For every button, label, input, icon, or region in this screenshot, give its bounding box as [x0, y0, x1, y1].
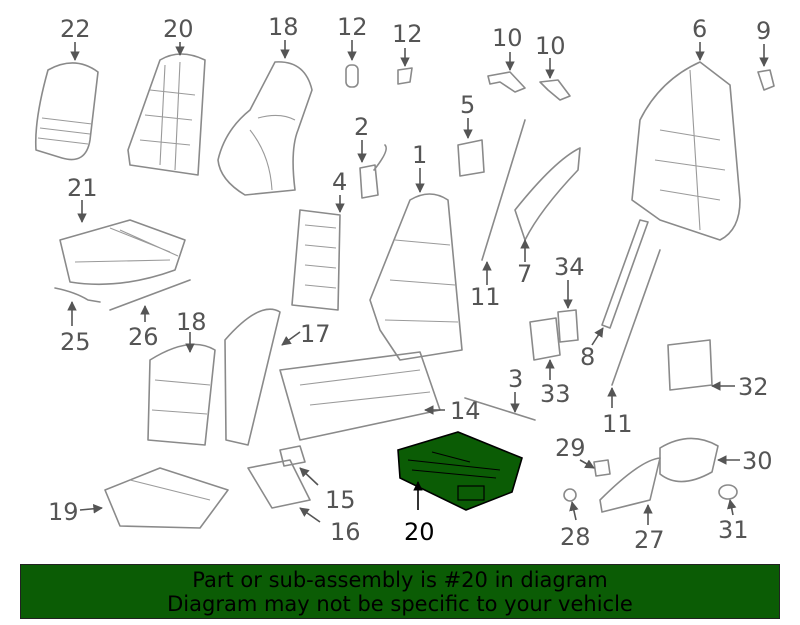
callout-10-left: 10	[492, 24, 523, 52]
callout-17: 17	[300, 320, 331, 348]
callout-31: 31	[718, 516, 749, 544]
callout-9: 9	[756, 17, 771, 45]
part-17-cushion-plate	[291, 209, 341, 311]
part-13-clip	[345, 64, 359, 88]
callout-34: 34	[554, 253, 585, 281]
part-info-banner: Part or sub-assembly is #20 in diagram D…	[20, 564, 780, 619]
callout-29: 29	[555, 434, 586, 462]
part-32-module	[667, 339, 713, 391]
part-34-bracket	[557, 309, 579, 343]
callout-5: 5	[460, 91, 475, 119]
callout-2: 2	[354, 113, 369, 141]
banner-line-2: Diagram may not be specific to your vehi…	[167, 591, 633, 616]
part-2-motor	[359, 144, 387, 199]
part-31-knob	[718, 484, 738, 500]
callout-3: 3	[508, 365, 523, 393]
part-14-base-frame	[279, 351, 441, 441]
part-23-backrest-panel	[127, 53, 206, 176]
callout-23: 20	[163, 15, 194, 43]
callout-26: 26	[128, 323, 159, 351]
part-10-bracket-left	[487, 71, 526, 93]
callout-16: 16	[330, 518, 361, 546]
part-9-clip	[757, 69, 775, 91]
callout-6: 6	[692, 15, 707, 43]
part-28-clip	[563, 488, 577, 502]
part-12-clip	[397, 67, 413, 85]
part-33-relay	[529, 317, 561, 361]
part-17-side-trim	[224, 308, 281, 446]
part-27-side-cover	[599, 457, 661, 513]
callout-24: 21	[67, 174, 98, 202]
part-15-latch	[279, 445, 306, 467]
callout-14: 14	[450, 397, 481, 425]
part-25-wire	[54, 287, 101, 303]
part-20-seat-pan-highlighted	[397, 431, 523, 511]
part-26-wire	[109, 279, 191, 311]
callout-7: 7	[517, 260, 532, 288]
callout-19: 19	[48, 498, 79, 526]
part-19-seat-cushion	[104, 467, 229, 529]
callout-10-right: 10	[535, 32, 566, 60]
callout-33: 33	[540, 380, 571, 408]
callout-11-upper: 11	[470, 283, 501, 311]
callout-20-highlighted: 20	[404, 518, 435, 546]
part-11-rod-upper	[481, 119, 526, 261]
part-3-rod	[464, 397, 536, 421]
part-7-side-panel	[514, 147, 581, 241]
callout-1: 1	[412, 141, 427, 169]
banner-line-1: Part or sub-assembly is #20 in diagram	[192, 567, 608, 592]
leader-lines	[67, 40, 769, 525]
exploded-seat-diagram: 22 20 18 12 12 10 10 6 9 5 2 4 1 21 7 11…	[34, 13, 775, 554]
callout-12: 12	[392, 20, 423, 48]
callout-8: 8	[580, 343, 595, 371]
callout-27: 27	[634, 526, 665, 554]
part-22-backrest-cover	[34, 62, 99, 161]
callout-32: 32	[738, 373, 769, 401]
part-8-rail	[601, 219, 649, 329]
part-6-backrest-shell	[631, 61, 741, 241]
callout-18: 18	[176, 308, 207, 336]
part-1-seat-frame	[369, 193, 463, 361]
callout-13: 12	[337, 13, 368, 41]
part-10-bracket-right	[539, 79, 571, 101]
callout-15: 15	[325, 486, 356, 514]
callout-25: 25	[60, 328, 91, 356]
callout-11-lower: 11	[602, 410, 633, 438]
part-24-cushion-cover	[59, 219, 186, 286]
part-18-backrest-foam	[147, 343, 216, 446]
callout-22: 22	[60, 15, 91, 43]
callout-28: 28	[560, 523, 591, 551]
part-30-switch	[659, 437, 719, 483]
callout-labels: 22 20 18 12 12 10 10 6 9 5 2 4 1 21 7 11…	[48, 13, 773, 554]
part-5-module	[457, 139, 485, 177]
part-21-backrest-trim	[217, 61, 313, 196]
callout-30: 30	[742, 447, 773, 475]
callout-21: 18	[268, 13, 299, 41]
part-11-rod-lower	[611, 249, 661, 386]
part-16-bracket	[247, 459, 311, 509]
callout-4: 4	[332, 168, 347, 196]
part-29-clip	[593, 459, 611, 477]
